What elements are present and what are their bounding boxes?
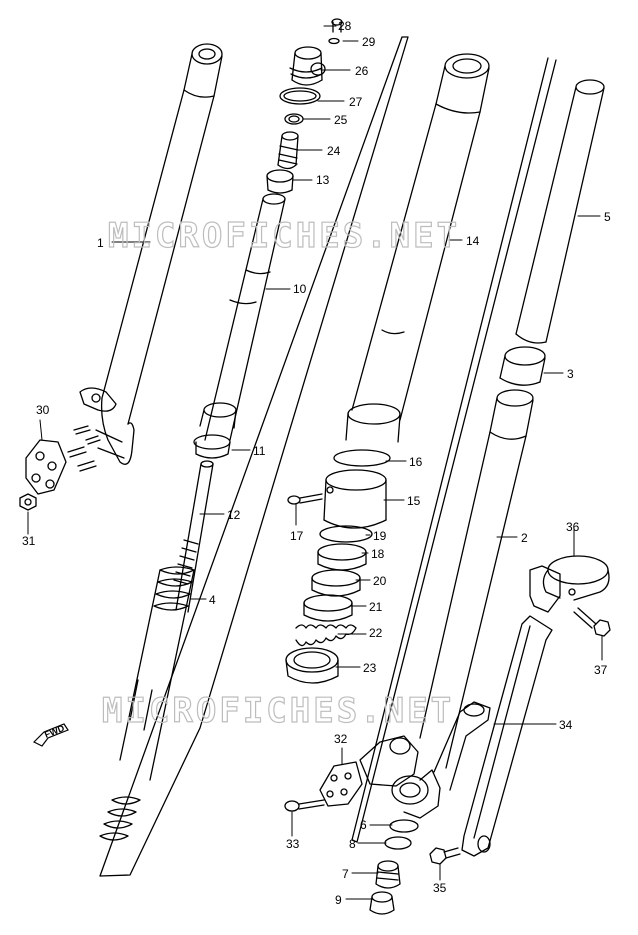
group-frame-outer [351,57,557,843]
part-number-labels: 28 29 26 27 25 24 13 1 10 14 5 3 30 11 1… [22,19,611,907]
bolt-33 [284,799,325,812]
part-label-12: 12 [227,508,241,522]
fwd-arrow-icon: FWD [32,723,69,747]
bushing-13 [266,169,294,194]
leader-lines [27,25,603,900]
part-label-34: 34 [559,718,573,732]
part-label-11: 11 [253,444,266,458]
studs [67,425,101,472]
part-label-8: 8 [349,837,356,851]
part-label-13: 13 [316,173,330,187]
washer-8 [384,836,412,850]
bolt-37 [573,607,611,637]
part-label-10: 10 [293,282,307,296]
part-label-23: 23 [363,661,377,675]
part-label-29: 29 [362,35,376,49]
part-label-1: 1 [97,236,104,250]
damper-valve [277,131,299,170]
damper-rod [204,193,286,441]
inner-tube-right [515,79,605,344]
part-label-36: 36 [566,520,580,534]
o-ring-6 [389,819,419,833]
bolt-17 [287,493,323,505]
part-label-28: 28 [338,19,352,33]
part-label-16: 16 [409,455,423,469]
part-label-24: 24 [327,144,341,158]
axle-holder [25,439,67,495]
part-label-35: 35 [433,881,447,895]
cap-bolt [279,18,343,125]
part-label-31: 31 [22,534,36,548]
part-label-7: 7 [342,867,349,881]
seal-ring-16 [333,449,391,467]
part-label-22: 22 [369,626,383,640]
dust-boot-23 [285,647,339,684]
part-label-6: 6 [360,818,367,832]
fork-guard [461,615,553,857]
oil-lock-piece [193,402,237,459]
part-label-3: 3 [567,367,574,381]
axle-holder-32 [319,761,363,807]
part-label-4: 4 [209,593,216,607]
part-label-21: 21 [369,600,383,614]
part-label-15: 15 [407,494,421,508]
part-label-33: 33 [286,837,300,851]
part-label-27: 27 [349,95,363,109]
group-frame-inner [99,36,409,877]
part-label-2: 2 [521,531,528,545]
part-label-9: 9 [335,893,342,907]
part-label-30: 30 [36,403,50,417]
part-label-17: 17 [290,529,304,543]
watermark-top: MICROFICHES.NET [108,216,460,256]
inner-tube-center [345,53,490,443]
part-label-18: 18 [371,547,385,561]
slide-bushing-15 [323,469,387,529]
part-label-32: 32 [334,732,348,746]
outer-tube-left [79,43,223,465]
spacer-20 [311,569,361,597]
cap-9 [369,891,395,915]
part-label-19: 19 [373,529,387,543]
part-label-14: 14 [466,234,480,248]
oil-seal-18 [317,543,367,571]
bushing-3 [499,346,546,386]
washer-19 [319,525,373,543]
fork-spring [99,566,195,841]
part-label-5: 5 [604,210,611,224]
stopper-ring-22 [295,624,357,647]
part-label-37: 37 [594,663,608,677]
guard-clamp [529,555,610,613]
part-label-25: 25 [334,113,348,127]
part-label-26: 26 [355,64,369,78]
watermark-bottom: MICROFICHES.NET [102,691,454,731]
rebound-rod [173,460,214,613]
nut-31 [19,493,37,511]
adjuster-7 [375,860,401,889]
dust-seal-21 [303,594,353,622]
bolt-35 [429,847,461,865]
part-label-20: 20 [373,574,387,588]
fwd-label: FWD [43,723,66,740]
axle-bracket [359,701,491,819]
